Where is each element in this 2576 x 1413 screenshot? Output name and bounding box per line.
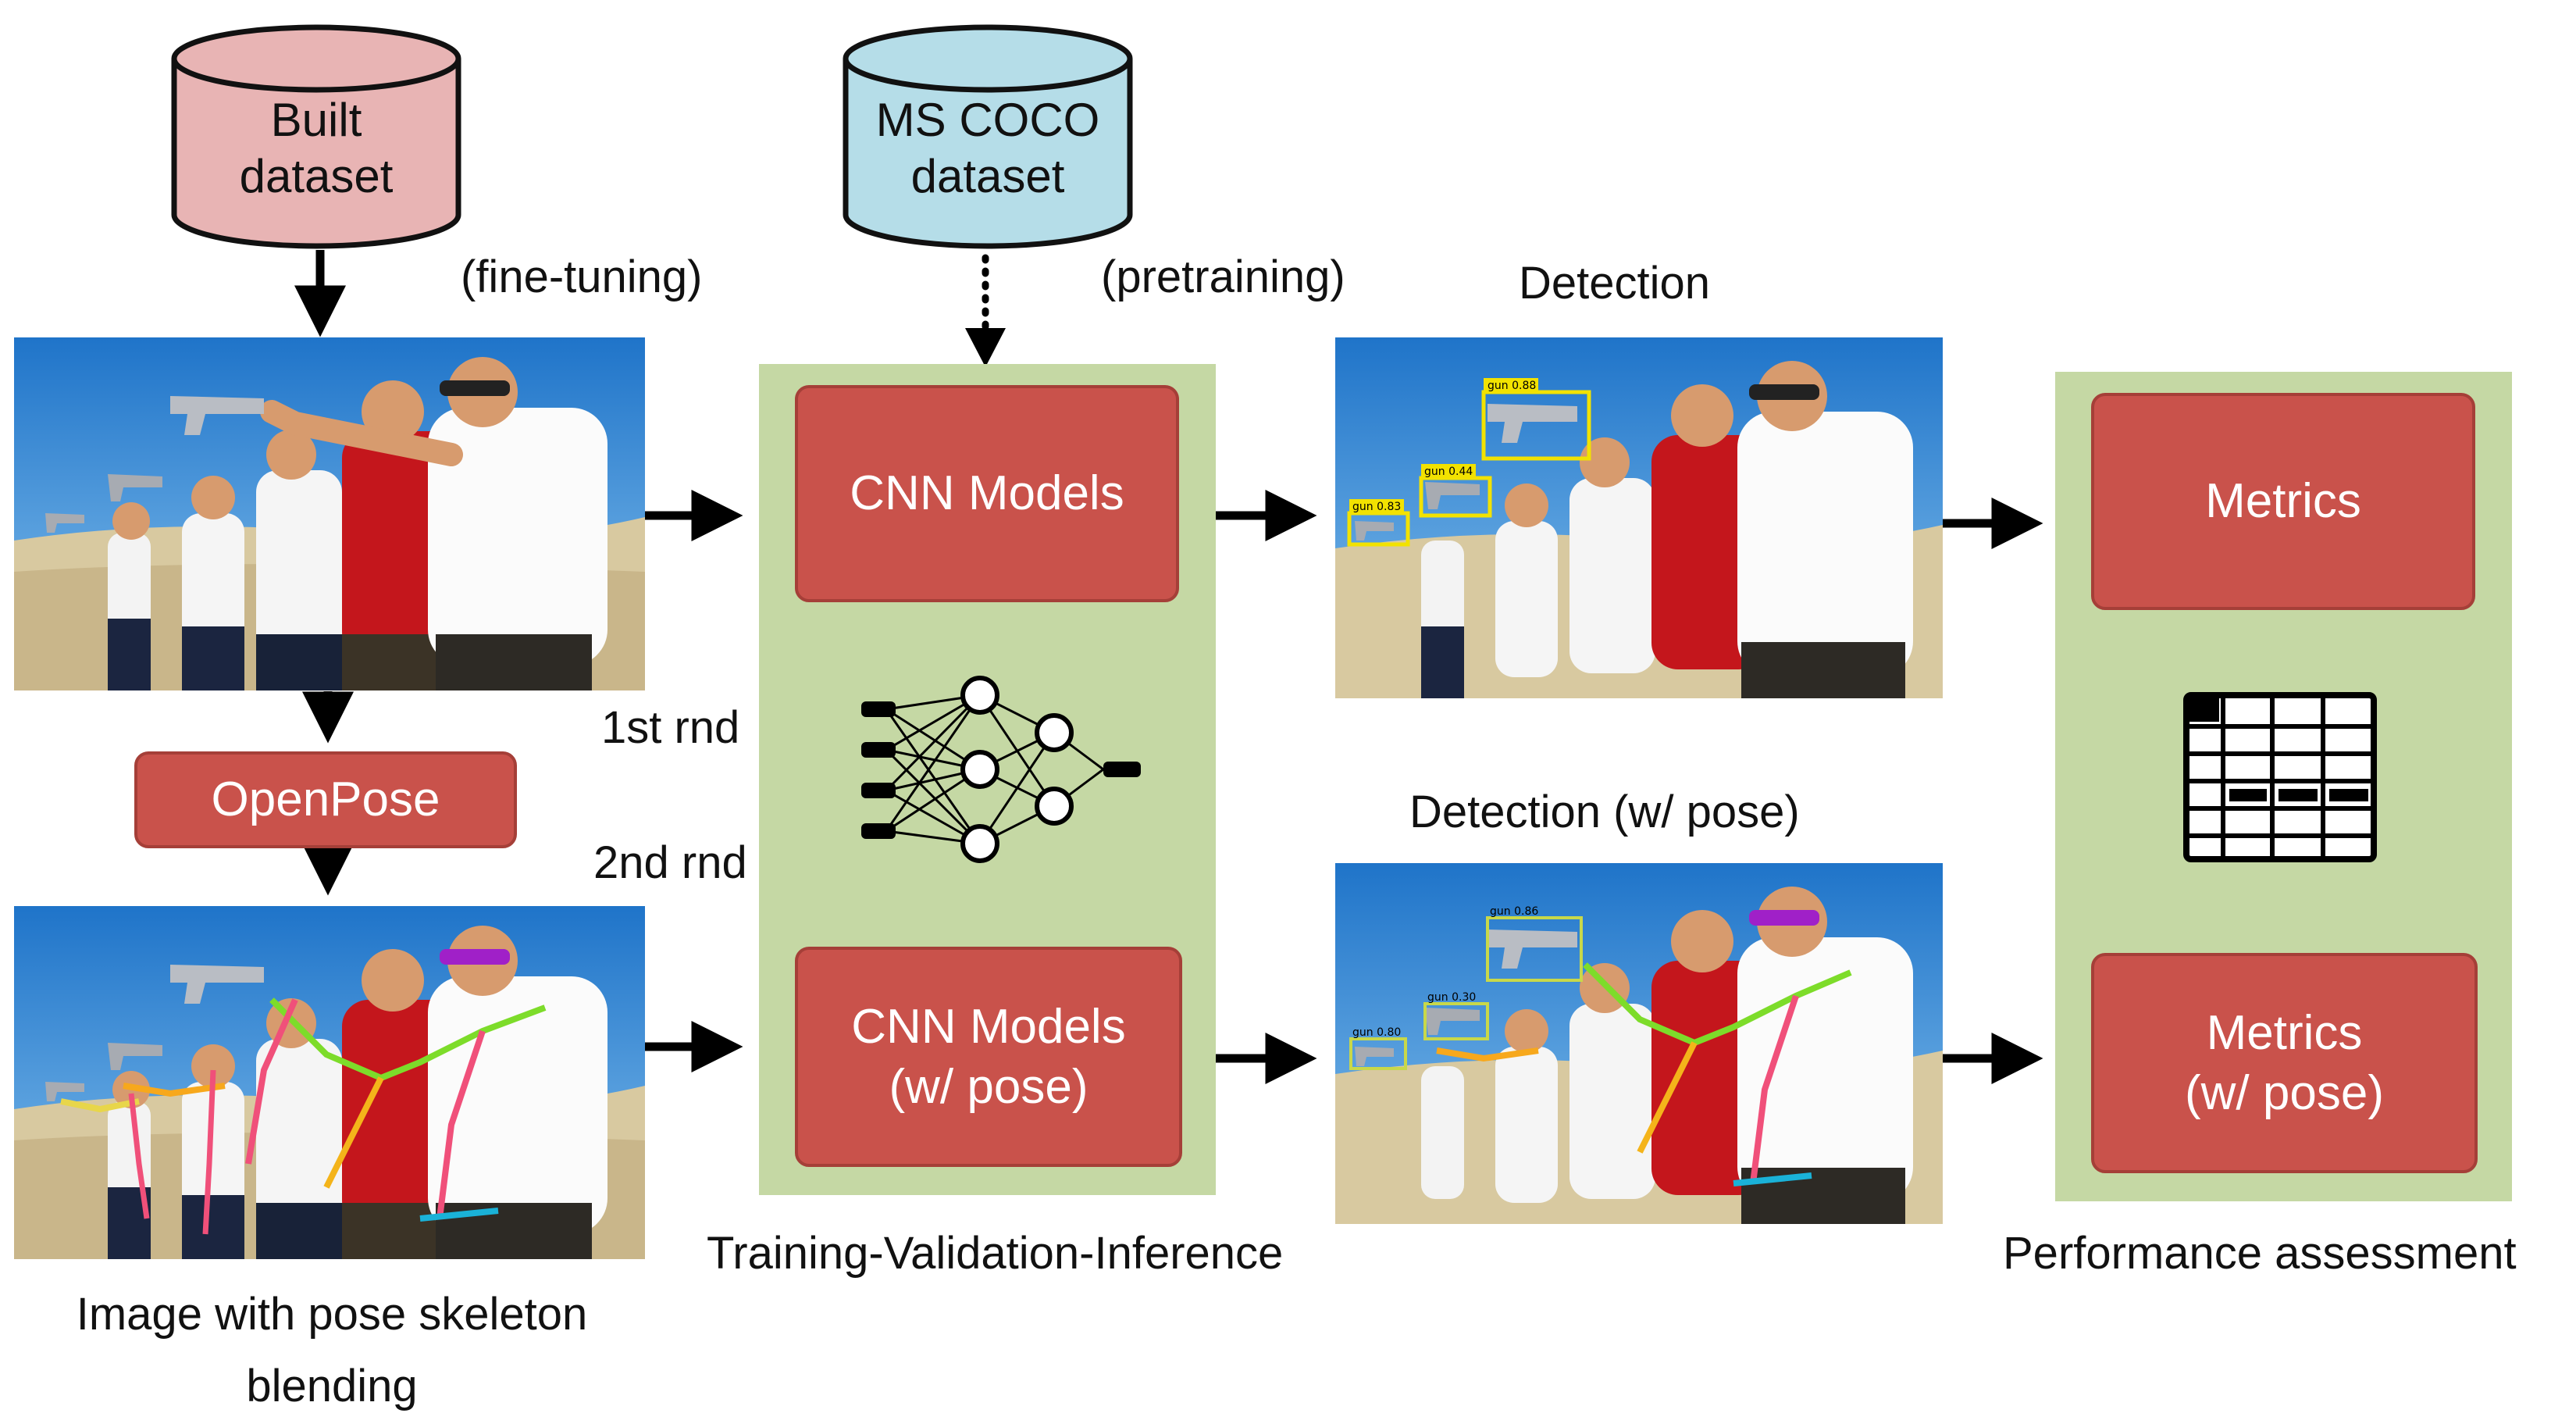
photo-shooting-range-pose bbox=[14, 906, 645, 1259]
first-round-label: 1st rnd bbox=[601, 702, 740, 753]
detection-box-label-1: gun 0.88 bbox=[1488, 380, 1536, 392]
detection-pose-title: Detection (w/ pose) bbox=[1409, 787, 1800, 837]
metrics-box: Metrics bbox=[2091, 393, 2475, 610]
metrics-pose-box: Metrics (w/ pose) bbox=[2091, 953, 2478, 1173]
skeleton-caption: Image with pose skeleton blending bbox=[23, 1287, 640, 1413]
detection-title: Detection bbox=[1519, 258, 1711, 309]
built-dataset-cylinder bbox=[171, 24, 461, 249]
cnn-models-label: CNN Models bbox=[850, 466, 1124, 521]
training-caption: Training-Validation-Inference bbox=[707, 1228, 1284, 1279]
pretraining-label: (pretraining) bbox=[1101, 252, 1345, 302]
skeleton-caption-line1: Image with pose skeleton bbox=[76, 1289, 588, 1340]
photo-detection-pose: gun 0.86 gun 0.30 gun 0.80 bbox=[1335, 863, 1943, 1224]
metrics-pose-line2: (w/ pose) bbox=[2185, 1066, 2384, 1120]
cnn-models-box: CNN Models bbox=[795, 385, 1179, 602]
cnn-models-pose-line1: CNN Models bbox=[851, 999, 1126, 1054]
built-dataset-label: Built dataset bbox=[168, 92, 465, 205]
metrics-pose-line1: Metrics bbox=[2206, 1005, 2363, 1060]
openpose-box: OpenPose bbox=[134, 751, 517, 848]
detection-box-label-3: gun 0.83 bbox=[1352, 501, 1401, 513]
coco-dataset-label: MS COCO dataset bbox=[839, 92, 1136, 205]
detection-box-label-2: gun 0.44 bbox=[1424, 466, 1473, 478]
built-dataset-line1: Built bbox=[270, 94, 362, 146]
built-dataset-line2: dataset bbox=[239, 150, 394, 202]
arrow-coco-head bbox=[965, 328, 1006, 367]
cnn-models-pose-box: CNN Models (w/ pose) bbox=[795, 947, 1182, 1167]
coco-dataset-line2: dataset bbox=[910, 150, 1065, 202]
pose-skeleton-photo bbox=[14, 906, 645, 1259]
coco-dataset-line1: MS COCO bbox=[875, 94, 1100, 146]
performance-caption: Performance assessment bbox=[2003, 1228, 2517, 1279]
detection-pose-photo: gun 0.86 gun 0.30 gun 0.80 bbox=[1335, 863, 1943, 1224]
cnn-models-pose-line2: (w/ pose) bbox=[889, 1060, 1088, 1114]
photo-detection: gun 0.88 gun 0.44 gun 0.83 bbox=[1335, 337, 1943, 698]
table-icon bbox=[2183, 692, 2377, 862]
second-round-label: 2nd rnd bbox=[593, 837, 747, 888]
coco-dataset-cylinder bbox=[843, 24, 1133, 249]
detection-photo: gun 0.88 gun 0.44 gun 0.83 bbox=[1335, 337, 1943, 698]
shooting-range-photo bbox=[14, 337, 645, 690]
pose-detection-box-label-3: gun 0.80 bbox=[1352, 1026, 1401, 1039]
metrics-label: Metrics bbox=[2205, 474, 2361, 529]
fine-tuning-label: (fine-tuning) bbox=[461, 252, 703, 302]
pose-detection-box-label-1: gun 0.86 bbox=[1490, 905, 1538, 918]
openpose-label: OpenPose bbox=[211, 773, 440, 827]
neural-network-icon bbox=[861, 676, 1141, 863]
pose-detection-box-label-2: gun 0.30 bbox=[1427, 991, 1476, 1004]
skeleton-caption-line2: blending bbox=[246, 1360, 418, 1411]
photo-shooting-range bbox=[14, 337, 645, 690]
